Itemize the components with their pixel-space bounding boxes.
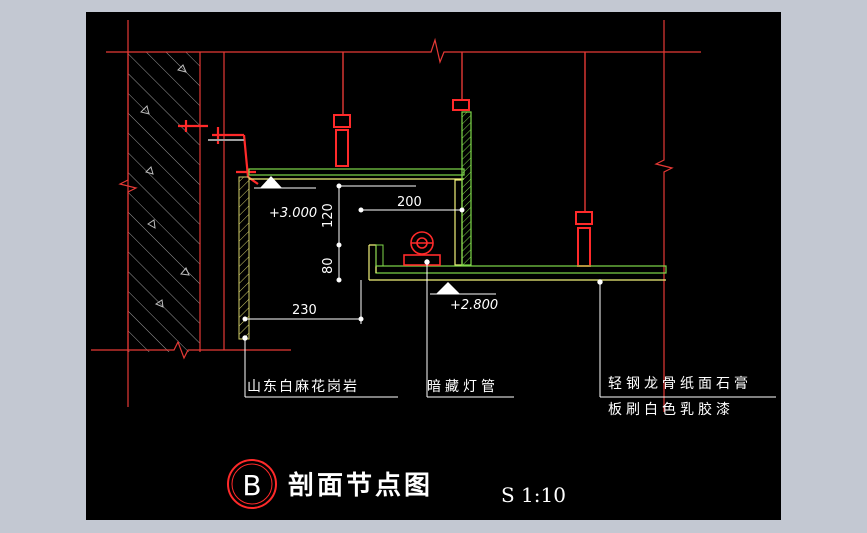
section-marker-circle <box>227 459 277 509</box>
upper-ceiling-board <box>248 111 472 266</box>
light-tube-fixture <box>403 231 441 266</box>
section-marker-letter: B <box>242 469 261 502</box>
dim-120-text: 120 <box>321 203 336 228</box>
dimension-lines <box>242 183 776 398</box>
label-ceiling-line1: 轻钢龙骨纸面石膏 <box>608 375 752 392</box>
structure-lines <box>91 20 701 412</box>
label-stone: 山东白麻花岗岩 <box>247 379 359 395</box>
level-marker-lower <box>430 282 496 295</box>
lower-ceiling-board <box>368 244 667 281</box>
dim-200-text: 200 <box>397 195 422 210</box>
hanger-rods <box>342 52 586 212</box>
label-ceiling-line2: 板刷白色乳胶漆 <box>608 401 734 418</box>
drawing-title: 剖面节点图 <box>288 470 433 501</box>
dim-230-text: 230 <box>292 303 317 318</box>
dim-80-text: 80 <box>321 257 336 274</box>
concrete-wall <box>127 52 201 352</box>
stone-cladding <box>238 176 250 340</box>
wall-anchor <box>178 120 259 185</box>
label-light-tube: 暗藏灯管 <box>427 379 499 395</box>
level-lower-text: +2.800 <box>450 298 498 313</box>
cad-drawing-canvas: +3.000 +2.800 200 120 80 230 山东白麻花岗岩 暗藏灯… <box>86 12 781 520</box>
section-detail-drawing: +3.000 +2.800 200 120 80 230 山东白麻花岗岩 暗藏灯… <box>91 20 776 509</box>
level-marker-upper <box>254 176 316 189</box>
drawing-scale: S 1:10 <box>501 483 566 507</box>
level-upper-text: +3.000 <box>269 206 317 221</box>
